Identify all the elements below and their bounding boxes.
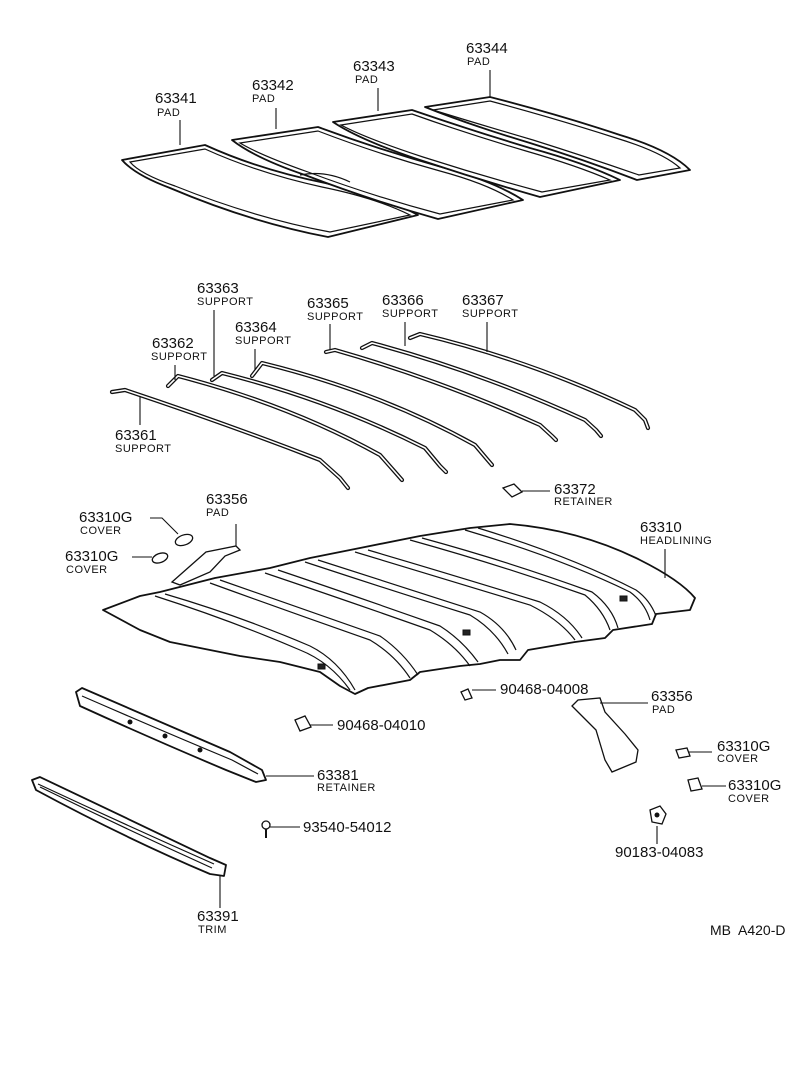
callout-63363: 63363 SUPPORT (197, 280, 253, 308)
diagram-reference-code: MB A420-D (710, 922, 785, 938)
callout-63356-right: 63356 PAD (651, 688, 693, 716)
leader-lines (132, 70, 726, 908)
callout-63391: 63391 TRIM (197, 908, 239, 936)
part-description: COVER (66, 564, 108, 576)
callout-63381: 63381 RETAINER (317, 767, 376, 794)
part-description: SUPPORT (235, 335, 291, 347)
part-description: RETAINER (317, 782, 376, 794)
cover-63310G-a-drawing (174, 533, 194, 547)
part-description: PAD (157, 107, 180, 119)
part-number: 63356 (206, 491, 248, 508)
callout-63342: 63342 PAD (252, 77, 294, 105)
retainer-63372-drawing (501, 483, 524, 498)
part-number: 63364 (235, 319, 277, 336)
callout-63367: 63367 SUPPORT (462, 292, 518, 320)
part-number: 63343 (353, 58, 395, 75)
callout-63310G-c: 63310G COVER (717, 738, 770, 765)
callout-90468-04010: 90468-04010 (337, 717, 425, 734)
part-number: 63365 (307, 295, 349, 312)
part-description: TRIM (198, 924, 227, 936)
part-number: 90468-04008 (500, 681, 588, 698)
part-number: 63391 (197, 908, 239, 925)
callout-63356-left: 63356 PAD (206, 491, 248, 519)
part-number: 63363 (197, 280, 239, 297)
part-number: 63367 (462, 292, 504, 309)
callout-90468-04008: 90468-04008 (500, 681, 588, 698)
support-63363-drawing (209, 370, 449, 475)
part-number: 90468-04010 (337, 717, 425, 734)
nut-90183-04083-drawing (649, 805, 667, 825)
part-number: 63372 (554, 481, 596, 498)
headlining-63310-drawing (102, 523, 696, 695)
screw-93540-54012-drawing (261, 820, 271, 838)
part-description: COVER (728, 793, 770, 805)
callout-63362: 63362 SUPPORT (151, 335, 207, 363)
part-number: 63381 (317, 767, 359, 784)
clip-90468-04008-drawing (460, 688, 473, 701)
part-description: RETAINER (554, 496, 613, 508)
trim-63391-drawing (31, 776, 227, 877)
callout-63343: 63343 PAD (353, 58, 395, 86)
part-number: 63366 (382, 292, 424, 309)
pad-63356-left-drawing (170, 545, 242, 586)
callout-63366: 63366 SUPPORT (382, 292, 438, 320)
callout-90183-04083: 90183-04083 (615, 844, 703, 861)
support-63365-drawing (323, 347, 559, 443)
part-number: 63362 (152, 335, 194, 352)
callout-63372: 63372 RETAINER (554, 481, 613, 508)
part-description: COVER (80, 525, 122, 537)
callout-93540-54012: 93540-54012 (303, 819, 391, 836)
part-description: PAD (467, 56, 490, 68)
part-description: SUPPORT (382, 308, 438, 320)
support-63366-drawing (359, 340, 604, 439)
part-number: 90183-04083 (615, 844, 703, 861)
part-number: 63361 (115, 427, 157, 444)
support-63364-drawing (249, 360, 495, 468)
callout-63310G-b: 63310G COVER (65, 548, 118, 576)
part-description: HEADLINING (640, 535, 712, 547)
part-number: 63310G (728, 777, 781, 794)
clip-90468-04010-drawing (294, 715, 312, 732)
pad-63356-right-drawing (571, 697, 639, 773)
callout-63361: 63361 SUPPORT (115, 427, 171, 455)
part-number: 63344 (466, 40, 508, 57)
pad-63342-drawing (231, 126, 524, 220)
part-description: PAD (206, 507, 229, 519)
part-description: SUPPORT (307, 311, 363, 323)
callout-63365: 63365 SUPPORT (307, 295, 363, 323)
part-number: 63341 (155, 90, 197, 107)
part-number: 63310G (717, 738, 770, 755)
part-description: SUPPORT (462, 308, 518, 320)
pad-63341-drawing (121, 144, 419, 238)
part-description: COVER (717, 753, 759, 765)
cover-63310G-c-drawing (675, 747, 691, 759)
part-description: PAD (252, 93, 275, 105)
part-number: 93540-54012 (303, 819, 391, 836)
support-63361-drawing (109, 387, 351, 491)
part-description: SUPPORT (115, 443, 171, 455)
part-description: SUPPORT (197, 296, 253, 308)
part-description: SUPPORT (151, 351, 207, 363)
support-63362-drawing (165, 373, 405, 483)
callout-63341: 63341 PAD (155, 90, 197, 119)
part-number: 63310G (65, 548, 118, 565)
pad-63343-drawing (332, 109, 621, 198)
cover-63310G-d-drawing (687, 777, 703, 792)
support-63367-drawing (407, 331, 651, 431)
callout-63310G-a: 63310G COVER (79, 509, 132, 537)
part-number: 63310 (640, 519, 682, 536)
part-number: 63310G (79, 509, 132, 526)
callout-63310: 63310 HEADLINING (640, 519, 712, 547)
callout-63310G-d: 63310G COVER (728, 777, 781, 805)
cover-63310G-b-drawing (151, 552, 169, 564)
pad-63344-drawing (424, 96, 691, 181)
retainer-63381-drawing (75, 687, 267, 783)
part-number: 63342 (252, 77, 294, 94)
part-number: 63356 (651, 688, 693, 705)
part-description: PAD (652, 704, 675, 716)
callout-63344: 63344 PAD (466, 40, 508, 68)
callout-63364: 63364 SUPPORT (235, 319, 291, 347)
part-description: PAD (355, 74, 378, 86)
